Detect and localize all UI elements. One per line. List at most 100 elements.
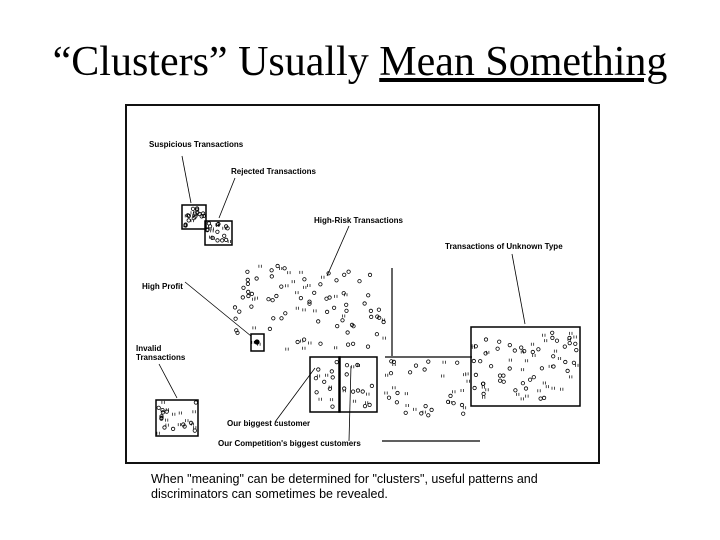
scatter-tick (325, 373, 329, 377)
scatter-circle (562, 344, 567, 349)
scatter-tick (222, 226, 226, 230)
scatter-circle (159, 414, 164, 419)
scatter-circle (342, 386, 347, 391)
scatter-circle (307, 299, 312, 304)
scatter-tick (405, 404, 409, 407)
scatter-circle (266, 297, 271, 302)
scatter-circle (574, 348, 579, 353)
scatter-circle (483, 337, 489, 342)
scatter-circle (507, 343, 512, 348)
scatter-circle (295, 339, 300, 345)
label-suspicious: Suspicious Transactions (149, 140, 244, 149)
scatter-circle (388, 371, 394, 376)
scatter-tick (258, 264, 262, 268)
scatter-circle (326, 271, 331, 276)
scatter-circle (501, 373, 506, 378)
scatter-circle (316, 367, 321, 372)
pointer-unknown-type (511, 253, 526, 325)
scatter-circle (332, 305, 337, 310)
scatter-tick (291, 280, 295, 284)
scatter-tick (165, 408, 169, 412)
label-rejected: Rejected Transactions (231, 167, 316, 176)
scatter-circle (495, 346, 500, 351)
scatter-circle (367, 272, 373, 277)
scatter-tick (551, 386, 555, 390)
scatter-tick (466, 379, 470, 383)
scatter-tick (508, 358, 512, 362)
scatter-circle (357, 279, 362, 284)
scatter-tick (313, 309, 317, 313)
label-invalid-line2: Transactions (136, 353, 186, 362)
scatter-circle (185, 213, 190, 218)
scatter-tick (334, 346, 338, 350)
scatter-tick (542, 333, 546, 337)
scatter-circle (188, 420, 194, 425)
scatter-circle (215, 229, 220, 234)
scatter-circle (395, 390, 400, 396)
scatter-tick (254, 296, 258, 300)
scatter-circle (170, 426, 176, 431)
scatter-circle (386, 395, 392, 400)
scatter-tick (452, 390, 456, 394)
suspicious-box (181, 204, 207, 230)
scatter-circle (334, 278, 339, 283)
scatter-circle (222, 233, 227, 238)
label-high-profit: High Profit (142, 282, 183, 291)
scatter-circle (330, 404, 335, 409)
scatter-circle (190, 206, 196, 211)
scatter-circle (240, 295, 245, 300)
scatter-circle (488, 364, 494, 369)
scatter-circle (355, 388, 361, 393)
scatter-circle (208, 224, 213, 229)
scatter-circle (318, 341, 323, 346)
scatter-tick (520, 397, 524, 401)
scatter-tick (463, 373, 467, 377)
scatter-circle (426, 359, 431, 364)
scatter-circle (360, 389, 365, 394)
scatter-circle (271, 316, 276, 321)
scatter-circle (473, 344, 478, 349)
scatter-circle (298, 296, 303, 301)
scatter-circle (374, 332, 379, 337)
scatter-circle (254, 276, 259, 281)
scatter-tick (365, 401, 369, 405)
scatter-circle (520, 381, 525, 386)
label-invalid-line1: Invalid (136, 344, 162, 353)
scatter-circle (368, 308, 373, 313)
scatter-circle (497, 339, 502, 344)
scatter-circle (313, 376, 318, 381)
scatter-circle (195, 207, 200, 212)
scatter-circle (329, 369, 334, 374)
scatter-circle (192, 428, 197, 433)
scatter-circle (245, 269, 250, 274)
scatter-circle (536, 347, 541, 352)
scatter-circle (275, 263, 280, 269)
scatter-circle (283, 311, 288, 316)
scatter-tick (460, 389, 464, 392)
scatter-tick (545, 385, 549, 389)
scatter-circle (459, 402, 465, 408)
scatter-tick (442, 360, 446, 364)
scatter-circle (232, 305, 238, 310)
scatter-circle (335, 324, 340, 329)
scatter-circle (513, 388, 518, 393)
scatter-circle (235, 330, 240, 335)
scatter-circle (455, 360, 460, 365)
scatter-circle (531, 375, 536, 380)
scatter-tick (392, 386, 396, 390)
scatter-circle (346, 269, 351, 274)
scatter-tick (165, 423, 169, 427)
scatter-circle (160, 407, 165, 413)
scatter-tick (192, 214, 196, 218)
scatter-circle (541, 395, 547, 400)
label-biggest-customer: Our biggest customer (227, 419, 311, 428)
scatter-tick (185, 419, 189, 423)
invalid-box (155, 399, 199, 437)
scatter-tick (318, 397, 322, 401)
pointer-high-risk (326, 225, 350, 277)
scatter-circle (344, 372, 349, 377)
scatter-tick (190, 422, 194, 426)
scatter-tick (316, 374, 321, 378)
scatter-circle (539, 366, 544, 371)
scatter-circle (497, 373, 503, 378)
